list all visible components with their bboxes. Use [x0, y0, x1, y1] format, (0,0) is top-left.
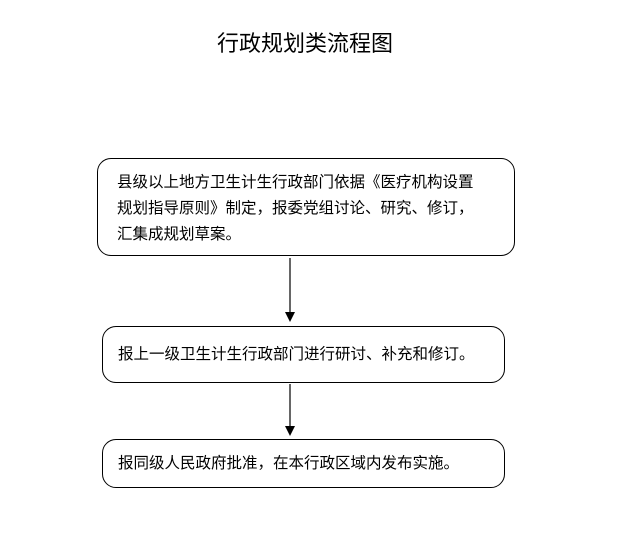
step-1-line: 县级以上地方卫生计生行政部门依据《医疗机构设置: [117, 173, 474, 191]
arrow-step2-to-step3: [285, 384, 295, 436]
step-3-box: 报同级人民政府批准，在本行政区域内发布实施。: [102, 439, 505, 488]
step-1-box: 县级以上地方卫生计生行政部门依据《医疗机构设置 规划指导原则》制定，报委党组讨论…: [97, 158, 515, 256]
step-2-line: 报上一级卫生计生行政部门进行研讨、补充和修订。: [118, 345, 475, 363]
step-1-line: 汇集成规划草案。: [117, 225, 242, 243]
step-1-line: 规划指导原则》制定，报委党组讨论、研究、修订，: [117, 199, 474, 217]
step-2-box: 报上一级卫生计生行政部门进行研讨、补充和修订。: [102, 326, 505, 383]
diagram-title: 行政规划类流程图: [216, 32, 393, 57]
arrow-step1-to-step2: [285, 258, 295, 322]
step-3-line: 报同级人民政府批准，在本行政区域内发布实施。: [118, 454, 460, 472]
